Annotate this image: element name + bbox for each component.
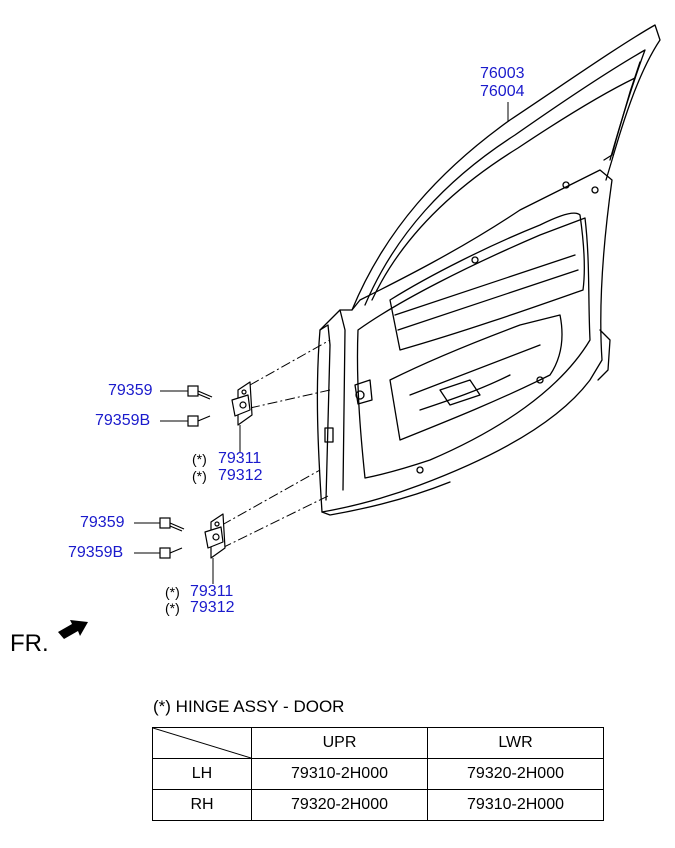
hinge-assy-table: UPR LWR LH 79310-2H000 79320-2H000 RH 79…: [152, 727, 604, 821]
part-number-76003[interactable]: 76003: [480, 65, 525, 82]
asterisk-marker: (*): [192, 468, 207, 484]
asterisk-marker: (*): [165, 584, 180, 600]
door-panel-outline: [316, 169, 613, 513]
part-number-79311-upper[interactable]: 79311: [218, 450, 262, 467]
cell-rh-upr[interactable]: 79320-2H000: [251, 789, 428, 821]
cell-lh-upr[interactable]: 79310-2H000: [251, 758, 428, 790]
cell-rh-lwr[interactable]: 79310-2H000: [427, 789, 604, 821]
diagonal-divider: [153, 728, 251, 758]
column-header-upr: UPR: [251, 727, 428, 759]
part-number-79359-upper[interactable]: 79359: [108, 382, 153, 399]
part-number-76004[interactable]: 76004: [480, 83, 525, 100]
table-caption: (*) HINGE ASSY - DOOR: [153, 697, 345, 716]
door-frame-outer: [351, 24, 661, 311]
part-number-79359b-upper[interactable]: 79359B: [95, 412, 151, 429]
lower-hinge-icon: [204, 513, 226, 559]
column-header-lwr: LWR: [427, 727, 604, 759]
part-number-79359b-lower[interactable]: 79359B: [68, 544, 124, 561]
table-header-row: UPR LWR: [152, 727, 604, 759]
part-number-79311-lower[interactable]: 79311: [190, 583, 234, 600]
part-number-79312-lower[interactable]: 79312: [190, 599, 235, 616]
bolt-icon: [187, 415, 211, 427]
bolt-icon: [159, 517, 185, 532]
front-direction-arrow-icon: [58, 620, 88, 639]
part-number-79312-upper[interactable]: 79312: [218, 467, 263, 484]
asterisk-marker: (*): [165, 600, 180, 616]
table-corner-cell: [152, 727, 252, 759]
front-direction-label: FR.: [10, 630, 49, 657]
upper-hinge-icon: [231, 381, 253, 426]
cell-lh-lwr[interactable]: 79320-2H000: [427, 758, 604, 790]
part-number-79359-lower[interactable]: 79359: [80, 514, 125, 531]
table-row: LH 79310-2H000 79320-2H000: [152, 758, 604, 790]
bolt-icon: [159, 547, 183, 559]
row-label-lh: LH: [152, 758, 252, 790]
bolt-icon: [187, 385, 213, 400]
asterisk-marker: (*): [192, 451, 207, 467]
row-label-rh: RH: [152, 789, 252, 821]
table-row: RH 79320-2H000 79310-2H000: [152, 789, 604, 821]
